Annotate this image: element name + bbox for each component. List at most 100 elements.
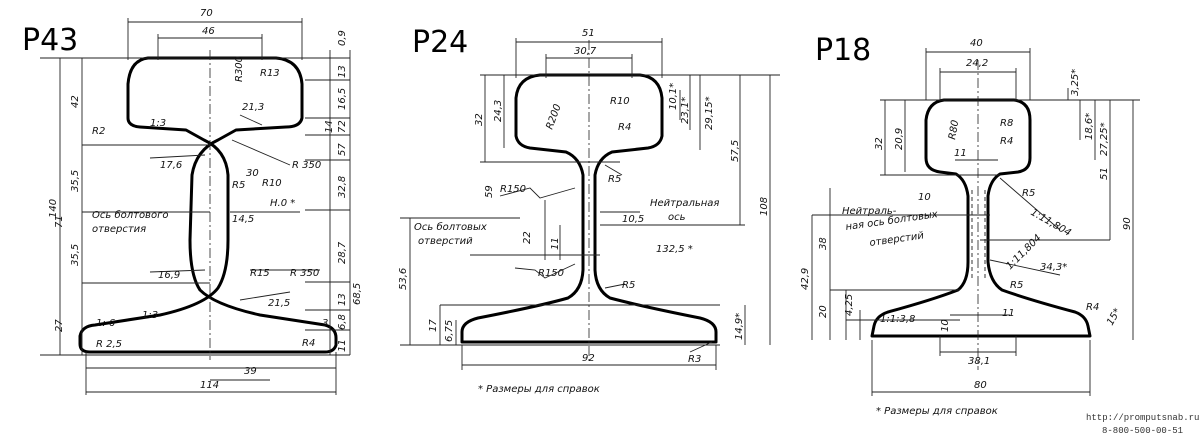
p24-dim-30-7: 30,7 [574,46,597,57]
p43-dim-0-9: 0,9 [337,30,348,46]
p43-dim-21-3: 21,3 [242,102,264,113]
p18-r8: R8 [1000,118,1013,129]
p18-dim-27-25: 27,25* [1099,122,1110,156]
p43-r2: R2 [92,126,105,137]
p24-r150a: R150 [500,184,526,195]
p24-dim-29-15: 29,15* [704,96,715,130]
p24-dim-6-75: 6,75 [444,320,455,342]
p24-bolt-axis-line1: Ось болтовых [414,221,487,233]
p43-r5: R5 [232,180,245,191]
p18-dim-40: 40 [970,38,983,49]
p43-r300: R300 [234,56,245,82]
p24-dim-23-1: 23,1* [680,97,691,124]
p43-dim-72: 72 [337,120,348,133]
p43-dim-14-5: 14,5 [232,214,254,225]
p43-dim-17-6: 17,6 [160,160,182,171]
p18-dim-34-3: 34,3* [1040,262,1067,273]
p43-dim-11: 11 [337,339,348,352]
p43-r350a: R 350 [292,160,321,171]
p18-dim-20: 20 [818,305,829,318]
p43-dim-70: 70 [200,8,213,19]
p43-dim-57: 57 [337,143,348,156]
p18-neutral-line1: Нейтраль- [842,206,897,217]
p24-rail-outline [460,73,718,344]
p24-r3: R3 [688,354,701,365]
p24-dim-132-5: 132,5 * [656,244,693,255]
p24-dimension-lines [400,38,780,370]
p43-dim-13a: 13 [337,65,348,78]
p18-dim-15: 15* [1105,307,1123,328]
p43-dim-6-8: 6,8 [337,314,348,330]
p43-r4: R4 [302,338,315,349]
p18-dim-80: 80 [974,380,987,391]
footer-url: http://promputsnab.ru/ [1086,413,1200,423]
p24-dim-51: 51 [582,28,595,39]
p24-r10: R10 [610,96,630,107]
p24-dim-24-3: 24,3 [493,100,504,122]
p24-dim-108: 108 [759,197,770,216]
p24-dim-59: 59 [484,185,495,198]
p43-r2-5: R 2,5 [96,339,122,350]
p24-r5b: R5 [622,280,635,291]
p18-r5a: R5 [1022,188,1035,199]
p24-dim-11: 11 [550,237,561,250]
p43-r350b: R 350 [290,268,319,279]
p43-bolt-axis-line2: отверстия [92,224,146,235]
p18-dim-42-9: 42,9 [800,268,811,290]
p43-bolt-axis-line1: Ось болтового [92,209,168,221]
p43-dimension-lines [40,18,351,395]
p18-dim-3-25: 3,25* [1070,69,1081,96]
p18-dim-11a: 11 [954,148,967,159]
p24-dim-92: 92 [582,353,595,364]
p43-dim-16-9: 16,9 [158,270,180,281]
p18-r4b: R4 [1086,302,1099,313]
p18-dim-20-9: 20,9 [894,128,905,150]
p43-r10: R10 [262,178,282,189]
p18-dim-11b: 11 [1002,308,1015,319]
p24-title: P24 [412,25,468,60]
p18-dim-90: 90 [1122,217,1133,230]
p18-dim-4-25: 4,25 [844,294,855,316]
p43-dim-3: 3 [322,318,328,329]
p18-neutral-line3: отверстий [869,230,925,249]
p18-r4: R4 [1000,136,1013,147]
p24-dim-14-9: 14,9* [734,313,745,340]
p43-dim-30: 30 [246,168,259,179]
p18-r5b: R5 [1010,280,1023,291]
p18-dimension-lines [811,48,1140,396]
p43-dim-32-8: 32,8 [337,176,348,198]
p18-footnote: * Размеры для справок [876,406,998,417]
p18-title: P18 [815,33,871,68]
p43-dim-27: 27 [54,319,65,332]
p24-dim-32: 32 [474,113,485,126]
p24-dim-53-6: 53,6 [398,268,409,290]
p43-dim-16-5: 16,5 [337,88,348,110]
p18-dim-10: 10 [918,192,931,203]
p18-slope-11-804b: 1:11,804 [1004,233,1043,272]
p24-r200: R200 [544,103,563,131]
p43-h0: H.0 * [270,198,295,209]
p43-dim-35-5a: 35,5 [70,170,81,192]
p43-dim-39: 39 [244,366,257,377]
p43-dim-35-5b: 35,5 [70,244,81,266]
footer-phone: 8-800-500-00-51 [1102,426,1183,436]
p24-neutral-axis-line1: Нейтральная [650,198,719,209]
p24-r5a: R5 [608,174,621,185]
p43-r15: R15 [250,268,270,279]
p24-r150b: R150 [538,268,564,279]
p18-dim-51: 51 [1099,167,1110,180]
p24-footnote: * Размеры для справок [478,384,600,395]
p24-profile-group: P24 51 30,7 32 24,3 R200 R10 [398,25,780,395]
p18-dim-38-1: 38,1 [968,356,990,367]
p18-profile-group: P18 40 24,2 3,25* 32 20,9 R80 [800,33,1140,417]
p18-dim-18-6: 18,6* [1084,113,1095,140]
p43-dim-46: 46 [202,26,215,37]
p18-rail-outline [870,98,1092,338]
p43-slope-1-6: 1: 6 [96,318,115,329]
p43-title: P43 [22,23,78,58]
p43-r13: R13 [260,68,280,79]
p24-dim-17: 17 [428,319,439,332]
p43-profile-group: P43 70 46 R300 R13 0,9 13 [22,8,363,395]
p18-dim-32: 32 [874,137,885,150]
